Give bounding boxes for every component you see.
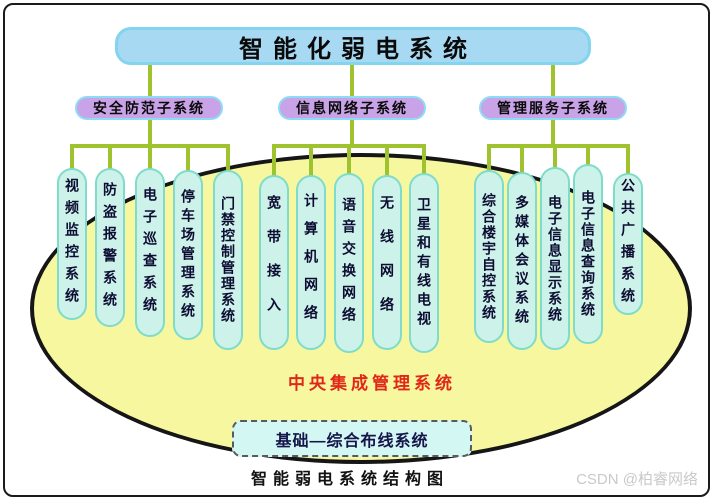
group-node-network: 信息网络子系统: [278, 96, 426, 120]
system-node-label: 综合楼宇自控系统: [481, 192, 497, 321]
group-node-security: 安全防范子系统: [75, 96, 223, 120]
connector-drop: [226, 146, 230, 180]
connector-drop: [309, 146, 313, 180]
connector-drop: [272, 146, 276, 180]
connector-drop: [553, 146, 557, 176]
connector-drop: [70, 146, 74, 180]
system-node-label: 电子信息显示系统: [547, 194, 563, 323]
system-node: 电子信息显示系统: [540, 167, 570, 350]
system-node-label: 门禁控制管理系统: [220, 196, 236, 324]
root-node-label: 智能化弱电系统: [239, 35, 477, 63]
system-node: 无线网络: [372, 175, 402, 350]
system-node: 卫星和有线电视: [409, 173, 439, 353]
system-node-label: 电子信息查询系统: [580, 190, 596, 318]
system-node: 停车场管理系统: [173, 170, 203, 340]
connector-line: [551, 120, 555, 148]
connector-drop: [487, 146, 491, 180]
connector-drop: [385, 146, 389, 180]
system-node: 电子巡查系统: [135, 168, 165, 337]
group-node-label: 管理服务子系统: [497, 100, 609, 116]
system-node: 宽带接入: [259, 175, 289, 350]
group-node-label: 安全防范子系统: [93, 100, 205, 116]
connector-line: [350, 63, 354, 96]
system-node-label: 电子巡查系统: [142, 186, 158, 319]
connector-drop: [626, 146, 630, 180]
connector-bus: [487, 144, 630, 148]
system-node-label: 卫星和有线电视: [416, 196, 432, 330]
connector-line: [148, 120, 152, 148]
system-node-label: 无线网络: [379, 194, 395, 331]
system-node-label: 公共广播系统: [620, 178, 636, 310]
connector-line: [350, 120, 354, 148]
system-node: 防盗报警系统: [95, 168, 125, 327]
group-node-management: 管理服务子系统: [479, 96, 627, 120]
system-node: 门禁控制管理系统: [213, 170, 243, 350]
system-node: 综合楼宇自控系统: [474, 170, 504, 343]
system-node-label: 防盗报警系统: [102, 181, 118, 314]
root-node: 智能化弱电系统: [115, 27, 591, 65]
system-node: 视频监控系统: [57, 168, 87, 320]
connector-drop: [586, 146, 590, 174]
connector-drop: [148, 146, 152, 180]
connector-drop: [422, 146, 426, 180]
connector-drop: [108, 146, 112, 180]
connector-drop: [347, 146, 351, 180]
system-node: 公共广播系统: [613, 173, 643, 315]
connector-drop: [520, 146, 524, 180]
system-node: 电子信息查询系统: [573, 164, 603, 344]
central-system-label: 中央集成管理系统: [288, 374, 456, 393]
system-node-label: 多媒体会议系统: [514, 194, 530, 328]
system-node-label: 语音交换网络: [341, 197, 357, 329]
system-node-label: 视频监控系统: [64, 178, 80, 310]
system-node: 语音交换网络: [334, 173, 364, 353]
foundation-node-label: 基础—综合布线系统: [275, 432, 429, 450]
connector-line: [148, 63, 152, 96]
system-node-label: 停车场管理系统: [180, 188, 196, 322]
connector-line: [551, 63, 555, 96]
connector-drop: [186, 146, 190, 180]
csdn-watermark: CSDN @柏睿网络: [576, 471, 698, 488]
system-node-label: 计算机网络: [303, 192, 319, 333]
system-node-label: 宽带接入: [266, 194, 282, 331]
group-node-label: 信息网络子系统: [296, 100, 408, 116]
system-node: 多媒体会议系统: [507, 172, 537, 350]
system-node: 计算机网络: [296, 175, 326, 350]
foundation-node: 基础—综合布线系统: [232, 420, 472, 457]
diagram-caption: 智能弱电系统结构图: [250, 471, 449, 488]
